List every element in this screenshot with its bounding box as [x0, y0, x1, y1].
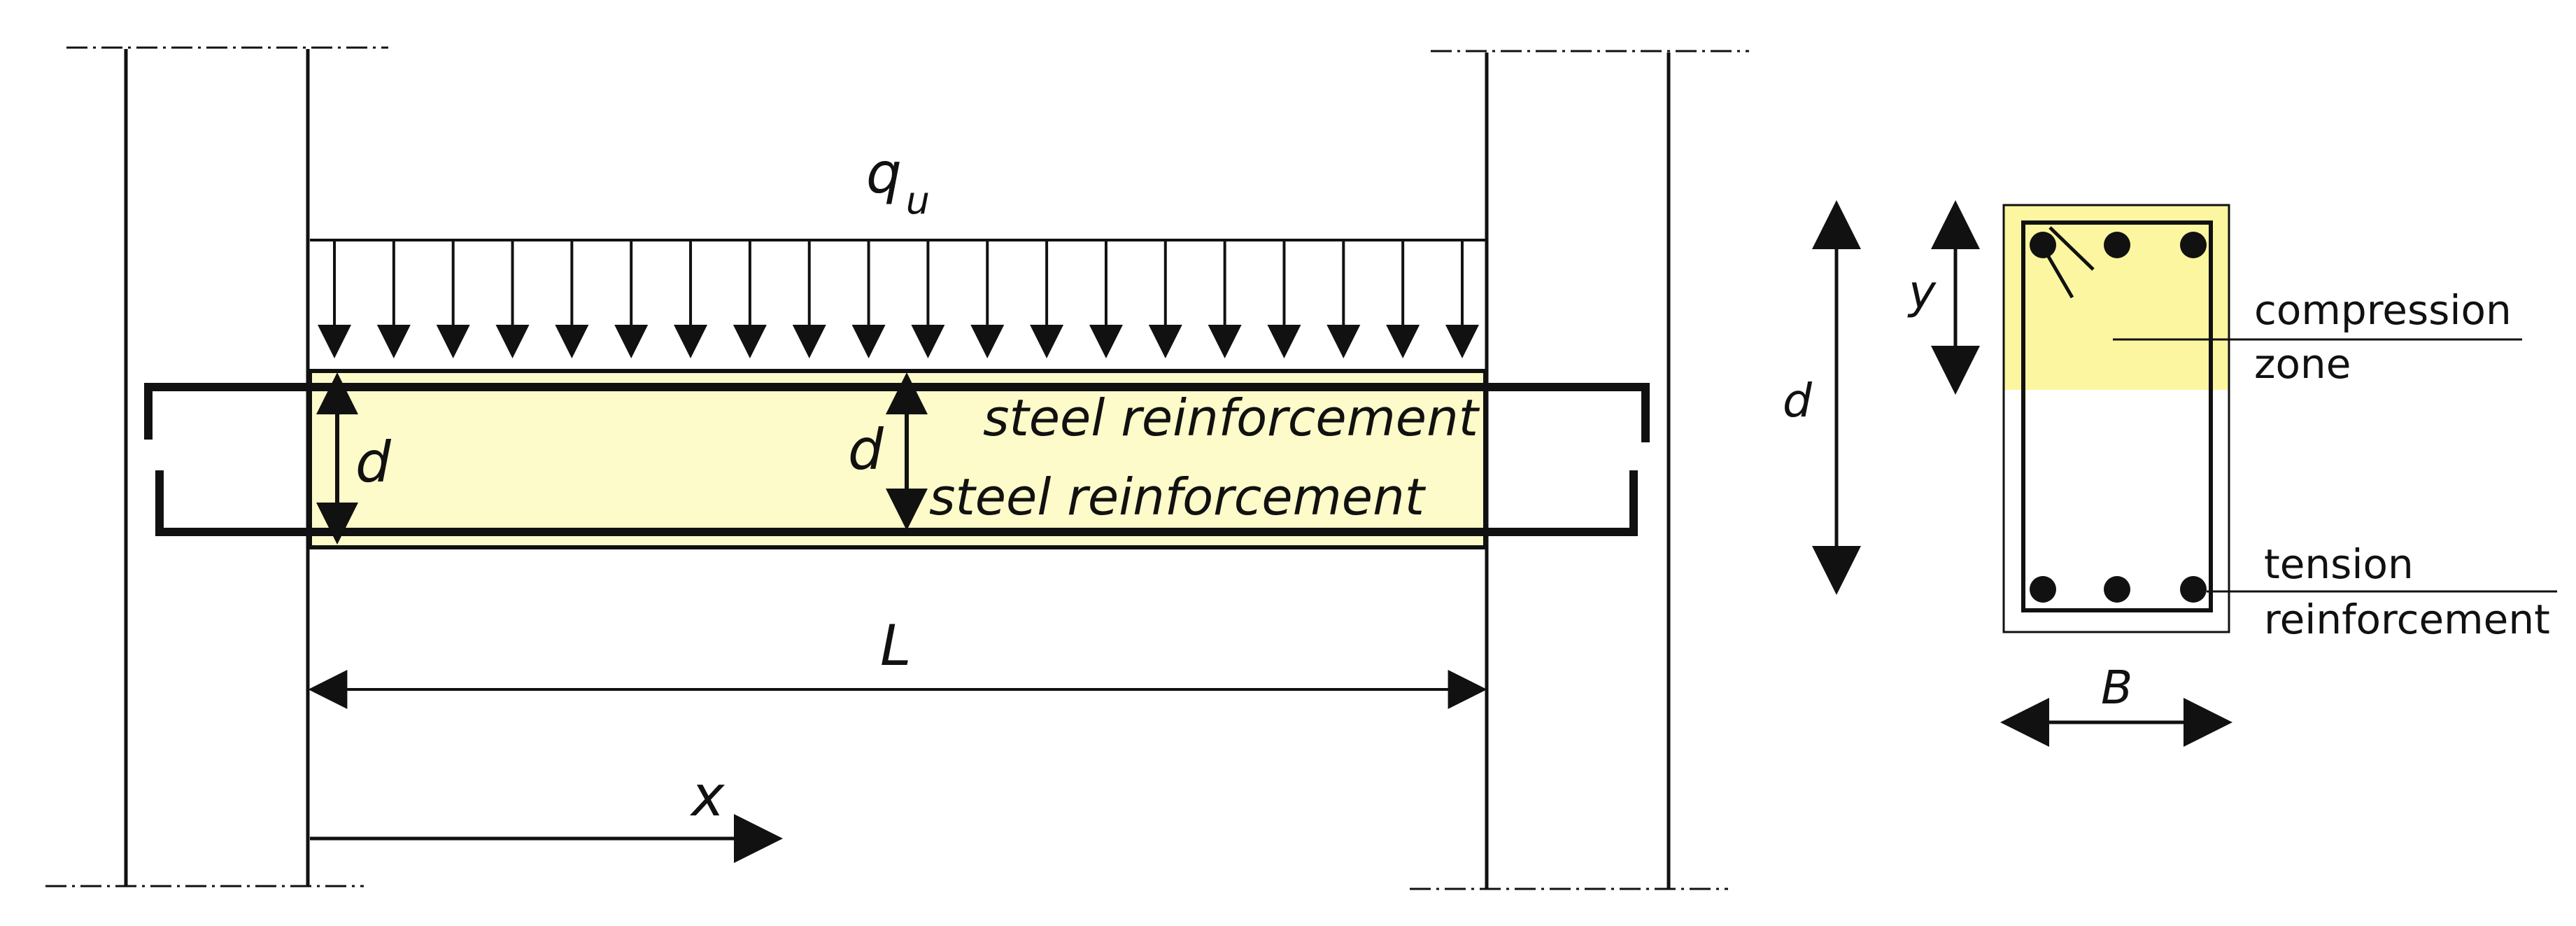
beam-cross-section [2002, 204, 2230, 633]
bottom-steel-reinforcement-bar [155, 470, 1638, 536]
rebar-bottom-2 [2104, 576, 2130, 603]
load-arrow [1267, 240, 1301, 358]
rebar-bottom-1 [2030, 576, 2056, 603]
mid-depth-label: d [848, 417, 884, 482]
top-rebar-label: steel reinforcement [983, 388, 1480, 447]
load-subscript: u [906, 178, 930, 223]
x-axis-label: x [689, 764, 726, 829]
rebar-top-3 [2180, 232, 2207, 258]
rebar-bottom-3 [2180, 576, 2207, 603]
compression-zone-label: compression zone [2254, 286, 2524, 388]
compression-depth-label: y [1907, 265, 1937, 319]
span-label: L [880, 613, 912, 678]
load-arrow [614, 240, 649, 358]
bottom-rebar-label: steel reinforcement [929, 468, 1427, 526]
load-arrow [911, 240, 945, 358]
load-arrow [1445, 240, 1479, 358]
compression-zone-label-line-1: compression [2254, 286, 2512, 334]
section-outline [2002, 204, 2230, 633]
effective-depth-label: d [1783, 374, 1813, 428]
load-arrow [970, 240, 1005, 358]
tension-rebar-label-line-1: tension [2264, 540, 2414, 588]
load-arrow [318, 240, 351, 358]
tension-rebar-label-line-2: reinforcement [2264, 596, 2550, 643]
load-arrow [555, 240, 589, 358]
load-arrows [318, 240, 1479, 358]
compression-zone-label-line-2: zone [2254, 340, 2351, 388]
stirrup-hook-2 [2048, 226, 2095, 271]
left-depth-label: d [355, 430, 392, 495]
tension-rebars [2030, 576, 2207, 603]
load-arrow [376, 240, 411, 358]
load-arrow [851, 240, 886, 358]
load-arrow [733, 240, 767, 358]
load-arrow [1208, 240, 1242, 358]
load-arrow [436, 240, 470, 358]
load-arrow [1326, 240, 1361, 358]
tension-rebar-label: tension reinforcement [2264, 540, 2550, 643]
uniform-distributed-load [310, 239, 1485, 358]
load-arrow [1089, 240, 1123, 358]
compression-rebars [2030, 232, 2207, 258]
load-arrow [1030, 240, 1064, 358]
stirrup [2021, 220, 2213, 612]
load-arrow [495, 240, 530, 358]
section-width-label: B [2101, 661, 2132, 715]
load-arrow [674, 240, 708, 358]
rebar-top-2 [2104, 232, 2130, 258]
load-arrow [1386, 240, 1420, 358]
load-arrow [1148, 240, 1182, 358]
load-arrow [792, 240, 826, 358]
rebar-top-1 [2030, 232, 2056, 258]
